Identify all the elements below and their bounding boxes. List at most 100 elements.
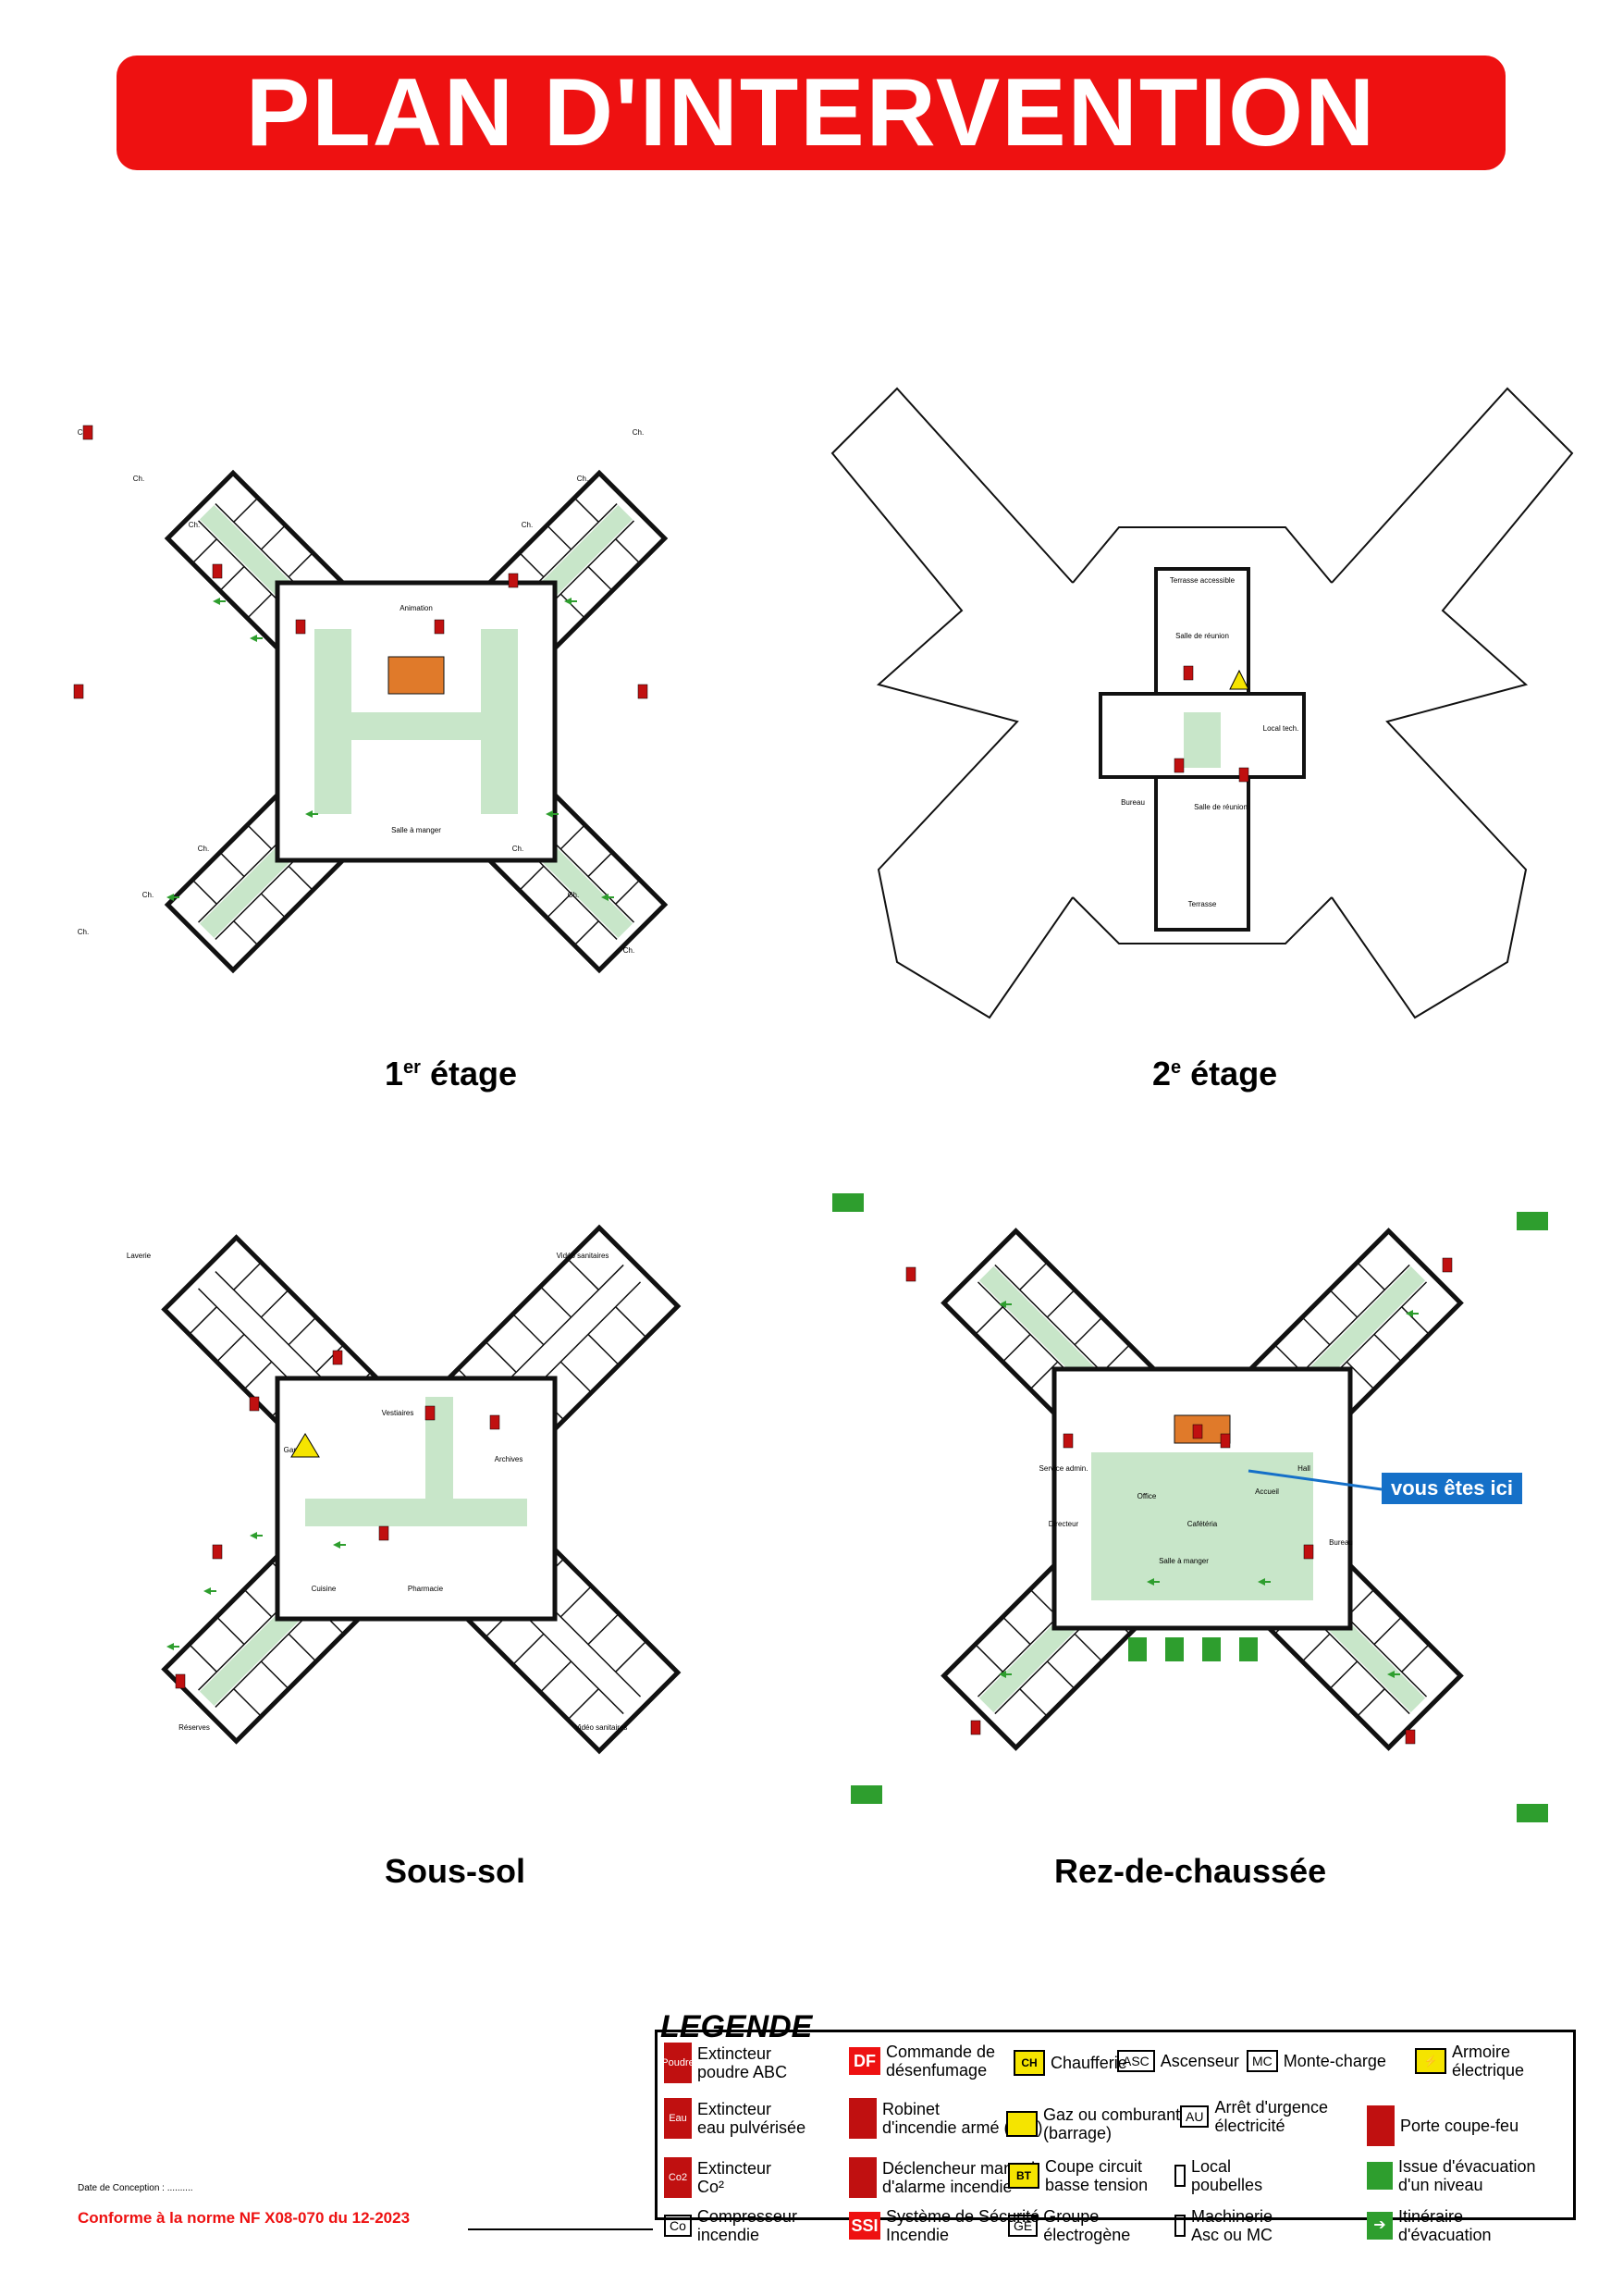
fire-extinguisher-icon (73, 684, 84, 699)
fire-extinguisher-icon (212, 1544, 223, 1560)
room-label: Directeur (1049, 1520, 1079, 1528)
evacuation-arrow-icon (333, 1541, 346, 1549)
bin-room-icon (1174, 2165, 1186, 2187)
corridor (1184, 712, 1221, 768)
room-wall (512, 1313, 545, 1346)
room-wall (559, 1586, 593, 1618)
evacuation-arrow-icon (1258, 1578, 1271, 1586)
level-exit-icon (832, 1193, 864, 1212)
basement-drawing: VestiairesGarageCuisinePharmacieLaverieV… (127, 1224, 682, 1755)
fire-extinguisher-powder-icon: Poudre (661, 2043, 695, 2083)
fire-extinguisher-icon (970, 1720, 981, 1735)
room-wall (1329, 1289, 1359, 1318)
room-wall (539, 1286, 572, 1318)
gas-shutoff-icon (1006, 2111, 1038, 2137)
room-wall (260, 1289, 289, 1318)
room-wall (1357, 1688, 1385, 1717)
freight-elevator-icon: MC (1247, 2050, 1278, 2072)
room-wall (519, 865, 545, 891)
machinery-icon (1174, 2215, 1186, 2237)
evacuation-arrow-icon (166, 1643, 179, 1650)
fire-extinguisher-icon (637, 684, 648, 699)
room-label: Ch. (133, 475, 144, 483)
fire-extinguisher-icon (175, 1673, 186, 1689)
room-wall (247, 593, 273, 619)
legend-item: Porte coupe-feu (1367, 2105, 1518, 2146)
room-wall (189, 1644, 217, 1673)
room-wall (587, 1333, 620, 1366)
fire-extinguisher-icon (905, 1266, 916, 1282)
room-label: Accueil (1255, 1487, 1279, 1496)
fire-extinguisher-icon (424, 1405, 436, 1421)
room-wall (1301, 1633, 1331, 1662)
room-label: Ch. (512, 845, 523, 853)
room-label: Local tech. (1263, 724, 1299, 733)
level-exit-icon (851, 1785, 882, 1804)
room-wall (559, 1361, 593, 1393)
manual-alarm-icon (849, 2157, 877, 2198)
room-label: Terrasse accessible (1170, 576, 1236, 585)
fire-extinguisher-icon (1063, 1433, 1074, 1449)
room-wall (1002, 1616, 1031, 1646)
evacuation-arrow-icon (213, 598, 226, 605)
room-wall (567, 1688, 599, 1721)
room-wall (615, 1640, 647, 1673)
room-wall (573, 920, 599, 946)
room-wall (288, 865, 314, 891)
evacuation-route-icon: ➔ (1367, 2212, 1393, 2240)
room-wall (189, 1306, 217, 1335)
room-label: Ch. (577, 475, 588, 483)
generator-icon: GE (1008, 2215, 1039, 2237)
core-outline-bottom (1072, 896, 1333, 944)
room-wall (559, 824, 585, 850)
room-wall (615, 1306, 647, 1339)
room-label: Vestiaires (382, 1409, 414, 1417)
legend-label: Ascenseur (1160, 2052, 1239, 2070)
evacuation-arrow-icon (166, 894, 179, 901)
fire-extinguisher-icon (1442, 1257, 1453, 1273)
room-wall (1029, 1361, 1059, 1390)
room-wall (1357, 1262, 1385, 1290)
room-label: Ch. (633, 428, 644, 437)
room-label: Ch. (142, 891, 154, 899)
room-wall (615, 538, 641, 564)
evacuation-arrow-icon (250, 1532, 263, 1539)
room-wall (1346, 1361, 1375, 1390)
room-label: Ch. (522, 521, 533, 529)
room-label: Salle à manger (1159, 1557, 1209, 1565)
room-wall (559, 593, 585, 619)
elevator-icon: ASC (1117, 2050, 1155, 2072)
room-label: Pharmacie (408, 1585, 444, 1593)
room-label: Bureau (1329, 1538, 1353, 1547)
norm-compliance: Conforme à la norme NF X08-070 du 12-202… (78, 2209, 411, 2227)
room-wall (215, 1616, 245, 1646)
fire-extinguisher-icon (1303, 1544, 1314, 1560)
electrical-cabinet-icon: ⚡ (1415, 2048, 1446, 2074)
room-wall (1074, 1633, 1103, 1662)
room-wall (1046, 1660, 1076, 1690)
room-wall (191, 538, 217, 564)
evacuation-arrow-icon (601, 894, 614, 901)
fire-hose-icon (849, 2098, 877, 2139)
evacuation-arrow-icon (999, 1301, 1012, 1308)
boiler-room-icon (290, 1433, 320, 1458)
legend-label: Chaufferie (1051, 2054, 1127, 2072)
room-wall (1046, 1289, 1076, 1318)
fire-extinguisher-co2-icon: Co2 (664, 2157, 692, 2198)
electrical-cabinet-icon (1229, 669, 1249, 690)
level-exit-icon (1128, 1637, 1147, 1661)
